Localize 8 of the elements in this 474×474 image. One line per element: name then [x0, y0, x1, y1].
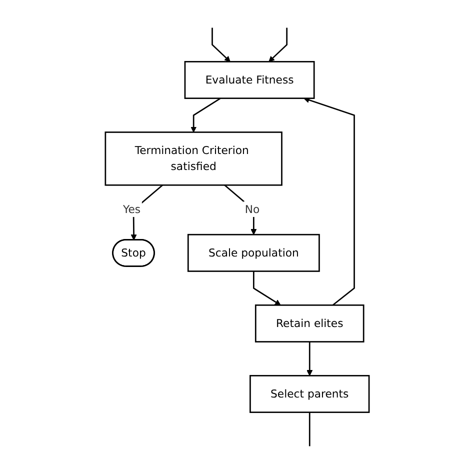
edge-label: No	[243, 201, 261, 217]
process-box: Termination Criterion satisfied	[104, 132, 282, 186]
process-box: Select parents	[249, 375, 370, 413]
process-box: Retain elites	[254, 304, 364, 342]
process-box: Scale population	[187, 234, 320, 272]
edge-label: Yes	[120, 201, 142, 217]
process-box: Stop	[112, 239, 155, 267]
process-box: Evaluate Fitness	[184, 61, 315, 99]
